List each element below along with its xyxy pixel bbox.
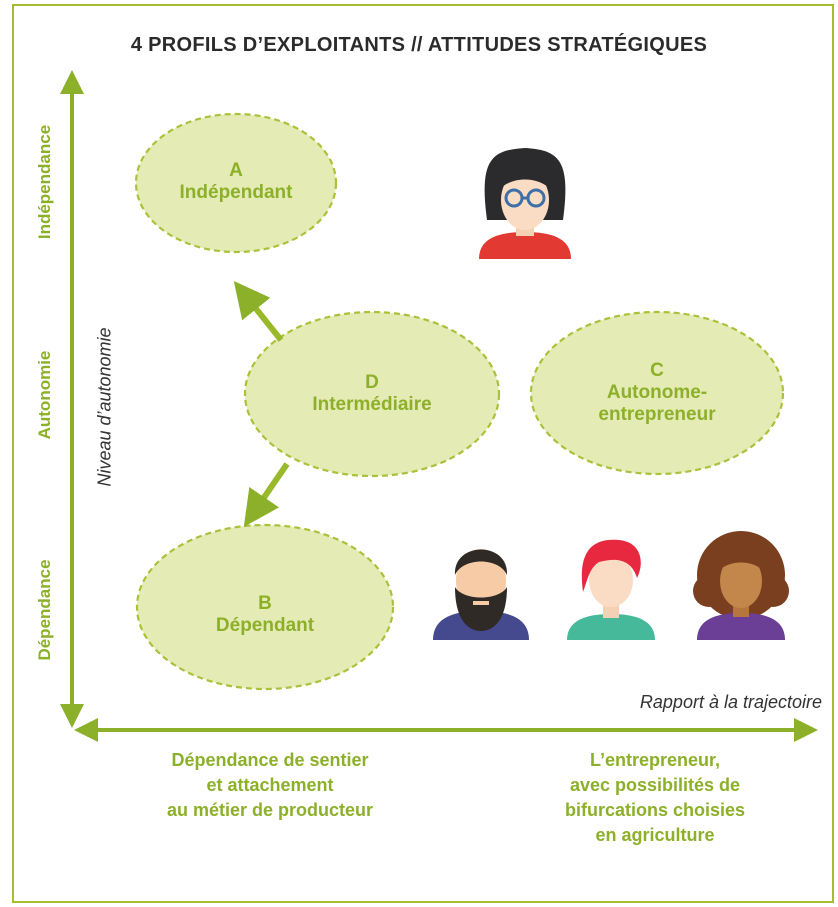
- profile-b-name: Dépendant: [215, 615, 315, 636]
- diagram-title: 4 PROFILS D’EXPLOITANTS // ATTITUDES STR…: [130, 34, 708, 56]
- profile-a-letter: A: [229, 160, 243, 181]
- profile-a: A Indépendant: [156, 160, 316, 204]
- ellipse-profile-a: [134, 112, 338, 254]
- arrow-d-to-a: [233, 280, 284, 342]
- x-axis-right-note: L’entrepreneur, avec possibilités de bif…: [564, 750, 746, 845]
- x-axis-left-note: Dépendance de sentier et attachement au …: [166, 750, 374, 820]
- profile-d-name: Intermédiaire: [312, 394, 432, 415]
- red-haired-woman-icon: [567, 539, 655, 640]
- y-level-independance-label: Indépendance: [35, 124, 54, 240]
- curly-haired-woman-icon: [693, 531, 789, 640]
- profile-c-name: Autonome- entrepreneur: [598, 382, 716, 425]
- profile-d-letter: D: [365, 372, 379, 393]
- y-level-autonomie-label: Autonomie: [35, 350, 54, 440]
- profile-d: D Intermédiaire: [262, 372, 482, 416]
- profile-b: B Dépendant: [165, 593, 365, 637]
- profile-c-letter: C: [650, 360, 664, 381]
- y-axis-title-text: Niveau d’autonomie: [94, 327, 115, 487]
- x-axis-title: Rapport à la trajectoire: [639, 692, 822, 712]
- profile-a-name: Indépendant: [179, 182, 293, 203]
- y-level-dependance-label: Dépendance: [35, 559, 54, 661]
- ellipse-profile-c: [529, 310, 785, 476]
- ellipse-profile-d: [243, 310, 501, 478]
- diagram-frame: [12, 4, 834, 903]
- profile-b-letter: B: [258, 593, 272, 614]
- bearded-man-icon: [433, 549, 529, 640]
- woman-glasses-icon: [479, 148, 571, 259]
- arrow-d-to-b: [243, 462, 290, 527]
- profile-c: C Autonome- entrepreneur: [557, 360, 757, 426]
